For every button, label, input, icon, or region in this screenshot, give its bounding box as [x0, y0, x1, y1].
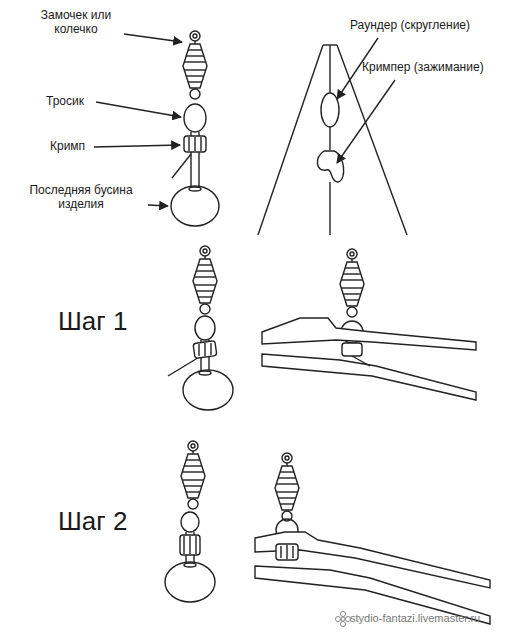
- step-one-figure: [168, 246, 233, 410]
- part-label: Кримп: [50, 139, 85, 153]
- leader-lines: [94, 34, 395, 206]
- step-heading: Шаг 2: [58, 506, 127, 537]
- step-two-figure: [165, 441, 215, 602]
- part-label: Последняя бусина изделия: [14, 183, 148, 212]
- part-label: Тросик: [46, 94, 84, 108]
- assembly-figure: [171, 31, 219, 226]
- part-label: Замочек или колечко: [24, 8, 128, 37]
- tool-label: Раундер (скругление): [350, 18, 470, 32]
- step-heading: Шаг 1: [58, 306, 127, 337]
- step-two-pliers: [255, 453, 490, 624]
- step-one-pliers: [262, 249, 476, 400]
- tool-label: Кримпер (зажимание): [362, 60, 484, 74]
- watermark: stydio-fantazi.livemaster.ru: [350, 612, 480, 625]
- watermark-icon: [336, 612, 351, 627]
